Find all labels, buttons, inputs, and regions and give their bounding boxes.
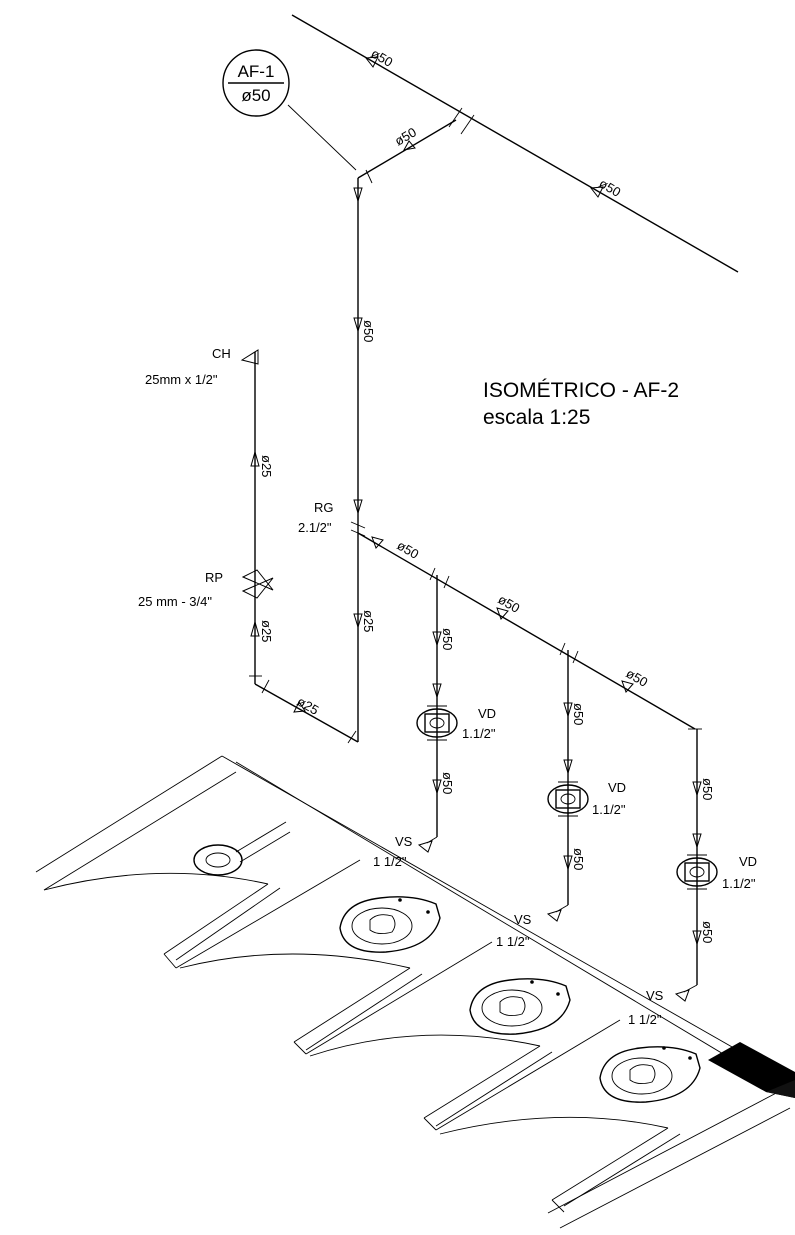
vs-code: VS [646, 988, 664, 1003]
flow-arrow [250, 620, 260, 637]
diameter-label: ø50 [440, 772, 455, 794]
flow-arrow [692, 781, 702, 797]
flow-arrow [692, 930, 702, 946]
vs-size: 1 1/2" [373, 854, 407, 869]
vs-code: VS [395, 834, 413, 849]
title-line-1: ISOMÉTRICO - AF-2 [483, 379, 679, 402]
diameter-label: ø50 [571, 848, 586, 870]
diameter-label: ø50 [597, 176, 624, 200]
main-supply-pipe: ø50 ø50 [291, 14, 739, 273]
flow-arrow [563, 855, 573, 871]
vs-size: 1 1/2" [628, 1012, 662, 1027]
diameter-label: ø25 [361, 610, 376, 632]
rp-valve-symbol [241, 569, 274, 599]
title-line-2: escala 1:25 [483, 406, 590, 429]
toilet-2 [469, 978, 571, 1035]
diameter-label: ø50 [700, 921, 715, 943]
tag-diameter: ø50 [241, 86, 270, 105]
riser-branch: ø50 [357, 119, 457, 184]
flow-arrow [353, 187, 363, 203]
flow-arrow [563, 759, 573, 775]
diameter-label: ø50 [440, 628, 455, 650]
flow-arrow [546, 909, 562, 922]
flow-arrow [353, 499, 363, 515]
rg-size: 2.1/2" [298, 520, 332, 535]
flow-arrow [432, 683, 442, 699]
vertical-riser: ø50 ø25 [350, 178, 376, 742]
diameter-label: ø50 [496, 592, 523, 616]
flow-arrow [417, 840, 433, 853]
diameter-label: ø25 [259, 620, 274, 642]
hatched-block [708, 1042, 795, 1098]
stall-partition-2 [179, 941, 493, 1055]
diameter-label: ø50 [361, 320, 376, 342]
stall-partition-3 [309, 1019, 621, 1131]
vd-code: VD [739, 854, 757, 869]
toilet-1 [339, 896, 441, 953]
stall-partition-4 [439, 1116, 681, 1213]
flow-arrow [403, 140, 416, 151]
branch-2: ø50 ø50 VD 1.1/2" VS 1 1/2" [496, 650, 626, 949]
rg-valve-label: RG 2.1/2" [298, 500, 334, 535]
toilet-3 [599, 1046, 701, 1103]
vd-valve-1 [416, 705, 458, 741]
flow-arrow [353, 613, 363, 629]
diameter-label: ø50 [571, 703, 586, 725]
branch-3: ø50 ø50 VD 1.1/2" VS 1 1/2" [628, 729, 757, 1027]
vd-size: 1.1/2" [592, 802, 626, 817]
diameter-label: ø50 [624, 666, 651, 690]
rg-code: RG [314, 500, 334, 515]
vs-size: 1 1/2" [496, 934, 530, 949]
flow-arrow [353, 317, 363, 333]
diameter-label: ø50 [395, 538, 422, 562]
vd-valve-3 [676, 854, 718, 890]
diameter-label: ø25 [295, 694, 322, 718]
diameter-label: ø25 [259, 455, 274, 477]
flow-arrow [563, 702, 573, 718]
flow-arrow [621, 680, 634, 693]
rp-size: 25 mm - 3/4" [138, 594, 212, 609]
vd-code: VD [608, 780, 626, 795]
left-loop: ø25 ø25 ø25 RP 25 mm - 3/4" CH 25mm x 1/… [138, 346, 359, 744]
vd-valve-2 [547, 781, 589, 817]
ch-size: 25mm x 1/2" [145, 372, 218, 387]
floor-fixtures [35, 755, 795, 1229]
flow-arrow [293, 701, 306, 713]
flow-arrow [590, 186, 604, 198]
flow-arrow [692, 833, 702, 849]
ch-fitting-symbol [240, 349, 259, 365]
tag-code: AF-1 [238, 62, 275, 81]
af1-tag: AF-1 ø50 [222, 49, 357, 171]
diameter-label: ø50 [700, 778, 715, 800]
flow-arrow [432, 631, 442, 647]
distribution-pipe: ø50 ø50 ø50 [357, 532, 702, 730]
vd-size: 1.1/2" [462, 726, 496, 741]
flow-arrow [432, 779, 442, 795]
stall-partition-1 [43, 859, 361, 969]
flow-arrow [371, 536, 384, 549]
flow-arrow [674, 989, 690, 1002]
rp-code: RP [205, 570, 223, 585]
flow-arrow [496, 607, 509, 620]
flow-arrow [250, 450, 260, 467]
branch-1: ø50 ø50 VD 1.1/2" VS 1 1/2" [373, 575, 496, 869]
vd-code: VD [478, 706, 496, 721]
vd-size: 1.1/2" [722, 876, 756, 891]
flow-arrow [365, 56, 379, 68]
vs-code: VS [514, 912, 532, 927]
drawing-title: ISOMÉTRICO - AF-2 escala 1:25 [483, 379, 679, 429]
floor-drain [193, 821, 291, 876]
ch-code: CH [212, 346, 231, 361]
